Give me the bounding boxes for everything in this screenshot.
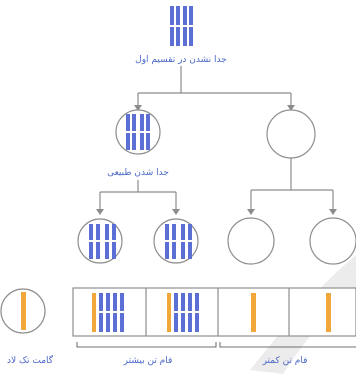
label-less-chromosomes: فام تن کمتر [262,356,308,366]
gamete-chromosome [21,292,26,330]
bottom-left-1-chromosomes [87,224,118,259]
top-chromosome-group [169,6,194,46]
lower-connectors [96,158,337,215]
bracket-less-chromosomes [219,342,356,348]
bracket-more-chromosomes [76,342,217,348]
cell-bottom-right-1-empty [227,217,275,265]
box1-chromosomes [92,293,126,332]
label-more-chromosomes: فام تن بیشتر [123,356,173,366]
cell-middle-right-empty [266,109,316,159]
top-connectors [134,66,295,111]
label-normal-separation: جدا شدن طبیعی [107,168,169,178]
box4-chromosome [326,293,331,332]
box3-chromosome [251,293,256,332]
label-monoploid-gamete: گامت تک لاد [7,354,54,366]
label-first-division-nondisjunction: جدا نشدن در تقسیم اول [135,55,227,65]
box2-chromosomes [167,293,201,332]
cell-bottom-right-2-empty [309,217,356,265]
bottom-left-2-chromosomes [163,224,194,259]
middle-left-chromosomes [124,114,152,150]
